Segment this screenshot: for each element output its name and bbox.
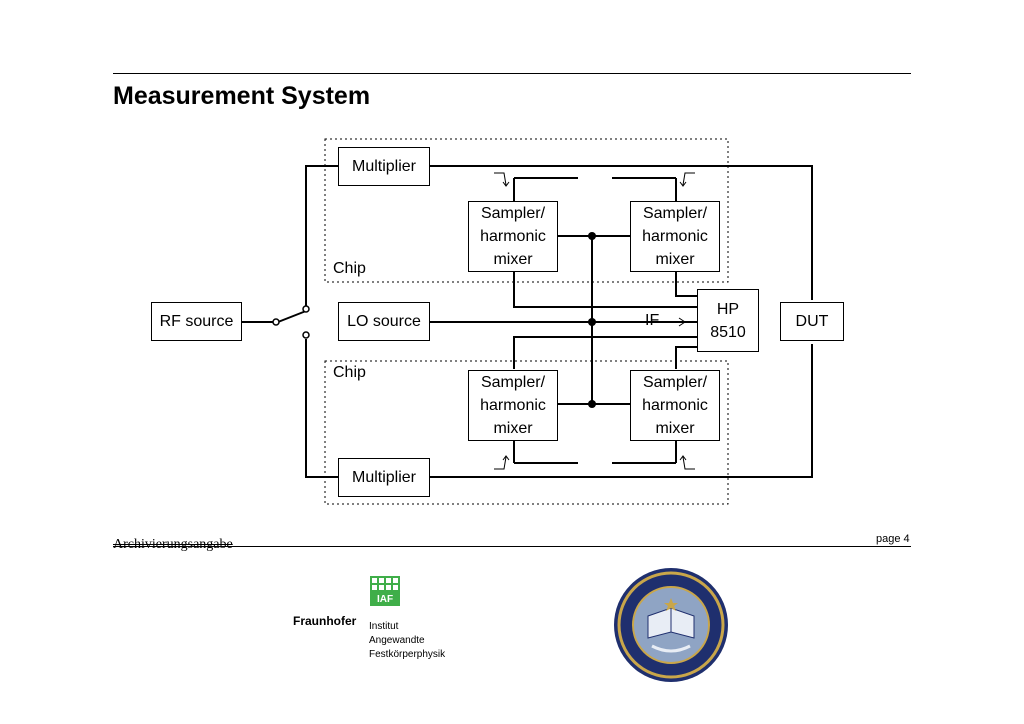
dut-box: DUT <box>780 302 844 341</box>
institute-line-3: Festkörperphysik <box>369 649 446 660</box>
lo-source-box: LO source <box>338 302 430 341</box>
chip-top-boundary <box>324 138 729 283</box>
page-title: Measurement System <box>113 82 371 110</box>
multiplier-top-box: Multiplier <box>338 147 430 186</box>
iaf-logo-icon: IAF <box>370 576 400 606</box>
institute-line-2: Angewandte <box>369 635 425 646</box>
archive-note: Archivierungsangabe <box>113 537 233 552</box>
page-number: page 4 <box>876 533 910 545</box>
rf-source-box: RF source <box>151 302 242 341</box>
institute-line-1: Institut <box>369 621 399 632</box>
university-seal-icon <box>614 568 728 682</box>
institute-name: Institut Angewandte Festkörperphysik <box>369 620 445 662</box>
iaf-logo-text: IAF <box>377 594 393 605</box>
sampler-bottom-right-box: Sampler/ harmonic mixer <box>630 370 720 441</box>
hp-8510-box: HP 8510 <box>697 289 759 352</box>
multiplier-bottom-box: Multiplier <box>338 458 430 497</box>
if-label: IF <box>645 312 660 329</box>
sampler-top-left-box: Sampler/ harmonic mixer <box>468 201 558 272</box>
sampler-top-right-box: Sampler/ harmonic mixer <box>630 201 720 272</box>
fraunhofer-name: Fraunhofer <box>293 614 357 628</box>
sampler-bottom-left-box: Sampler/ harmonic mixer <box>468 370 558 441</box>
chip-top-label: Chip <box>333 260 366 277</box>
header-rule <box>113 73 911 74</box>
footer-rule <box>113 546 911 547</box>
chip-bottom-label: Chip <box>333 364 366 381</box>
chip-bottom-boundary <box>324 360 729 505</box>
